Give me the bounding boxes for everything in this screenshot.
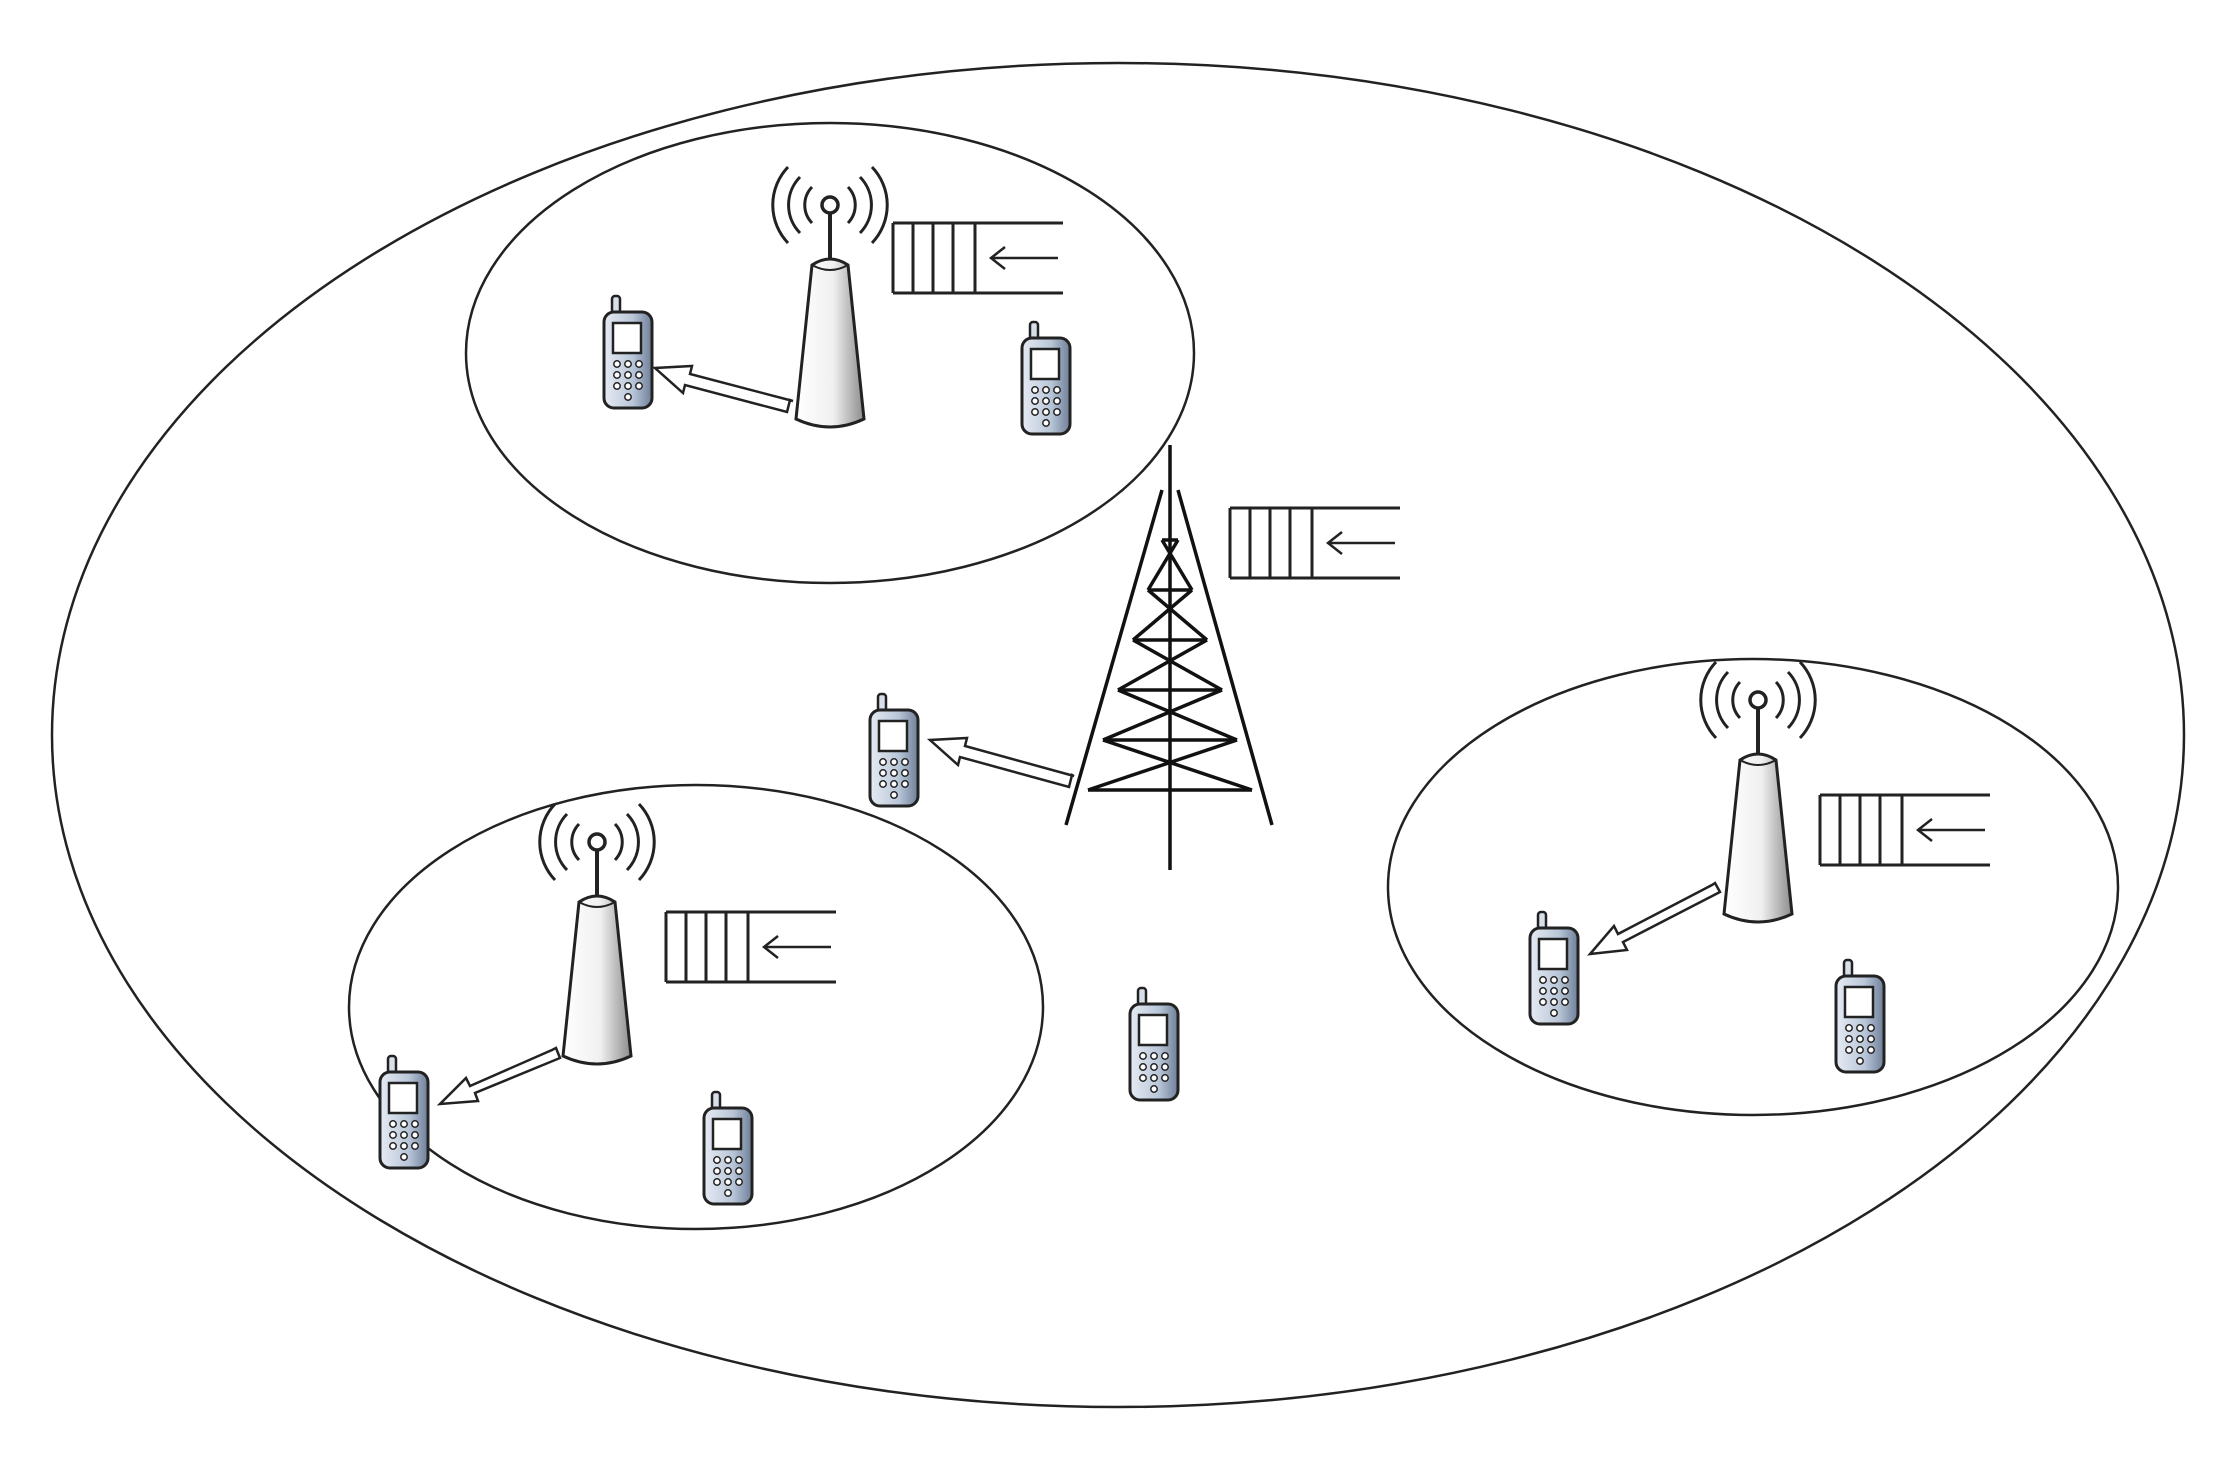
queue-buffer-icon	[1818, 793, 1992, 867]
mobile-phone-icon	[868, 692, 920, 808]
small-cell-top-boundary	[464, 121, 1196, 585]
macro-tower-icon	[1064, 445, 1274, 870]
queue-buffer-icon	[664, 910, 838, 984]
small-cell-left-boundary	[347, 783, 1045, 1231]
small-cell-bs-left-icon	[537, 802, 657, 1066]
downlink-arrow-icon	[436, 364, 1722, 1106]
small-cell-right-boundary	[1386, 657, 2120, 1117]
macro-cell-boundary	[50, 61, 2186, 1409]
mobile-phone-icon	[378, 1054, 430, 1170]
small-cell-bs-top-icon	[770, 165, 890, 429]
mobile-phone-icon	[602, 294, 654, 410]
mobile-phone-icon	[1128, 986, 1180, 1102]
mobile-phone-icon	[702, 1090, 754, 1206]
queue-buffer-icon	[1228, 506, 1402, 580]
mobile-phone-icon	[1528, 910, 1580, 1026]
mobile-phone-icon	[1834, 958, 1886, 1074]
mobile-phone-icon	[1020, 320, 1072, 436]
small-cell-bs-right-icon	[1698, 660, 1818, 924]
queue-buffer-icon	[891, 221, 1065, 295]
